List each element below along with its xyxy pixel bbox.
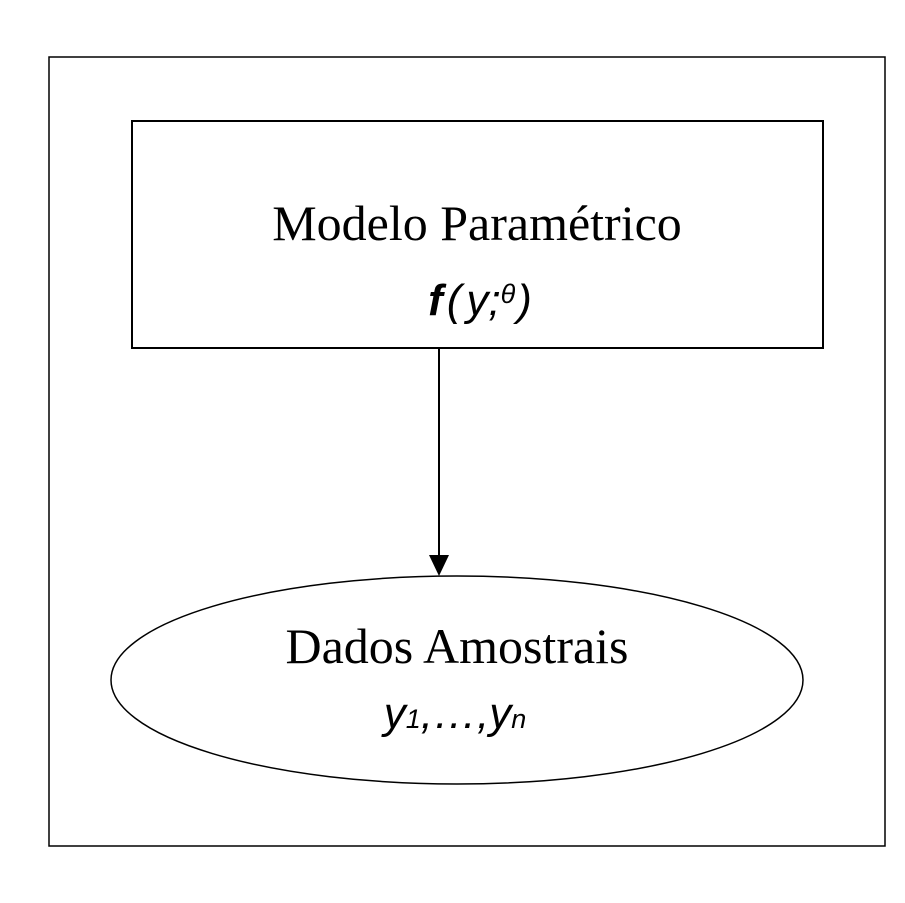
data-sub-1: 1 [406,704,421,734]
model-formula: f(y;θ) [428,276,532,325]
model-close-paren: ) [512,276,532,325]
arrow-head [429,555,449,576]
model-box [131,120,824,349]
model-title: Modelo Paramétrico [272,195,682,251]
model-var: y [463,276,491,325]
data-formula: y1,…,yn [381,689,527,738]
model-sep: ; [488,276,500,325]
data-sub-n: n [511,704,526,734]
data-var-1: y [381,689,409,738]
model-param: θ [501,279,516,309]
data-ellipsis: ,…, [421,689,489,738]
model-node: Modelo Paramétrico f(y;θ) [131,120,824,349]
data-var-n: y [486,689,514,738]
data-title: Dados Amostrais [285,618,628,674]
data-ellipse [110,575,804,785]
data-node: Dados Amostrais y1,…,yn [110,575,804,785]
model-func: f [428,276,447,325]
outer-frame [48,56,886,847]
model-open-paren: ( [447,276,466,325]
